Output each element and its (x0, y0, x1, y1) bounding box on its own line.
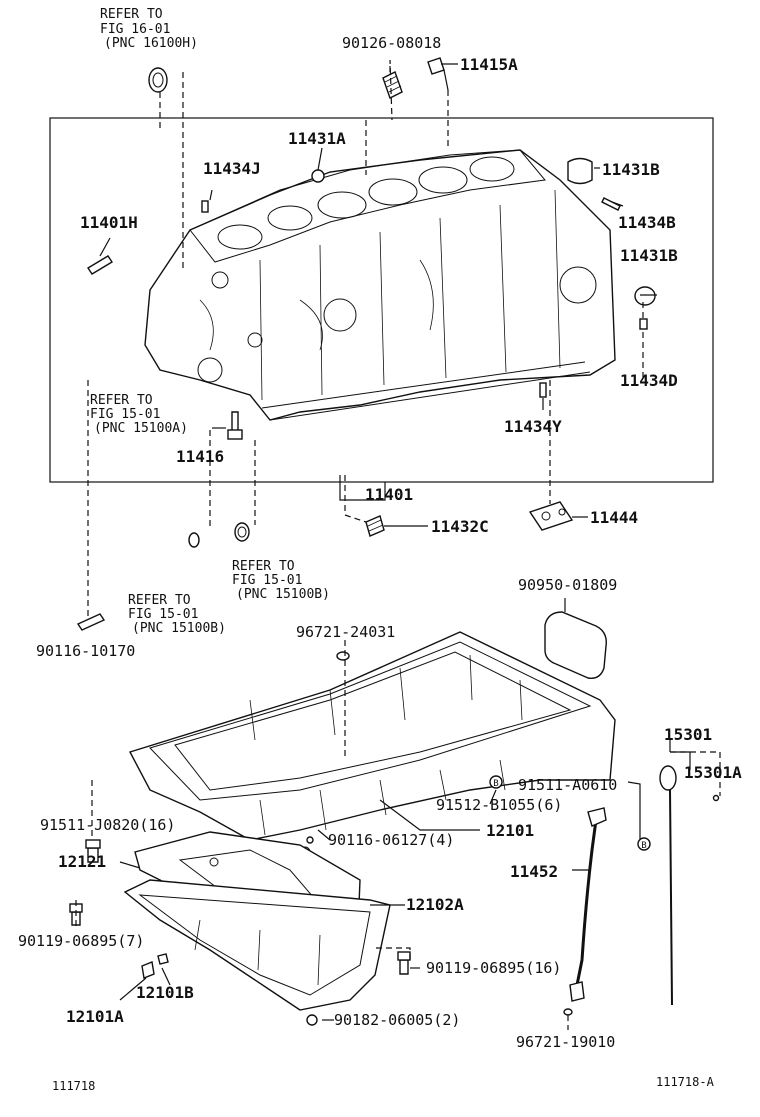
b-marker-2: B (641, 841, 646, 851)
callout-96721-24031: 96721-24031 (296, 623, 395, 641)
ref-top-line1: REFER TO (100, 7, 163, 22)
callout-12101a: 12101A (66, 1007, 124, 1026)
oil-pan-upper-drawing (128, 631, 616, 858)
callout-11431b-right: 11431B (620, 246, 678, 265)
ref-mid-b-line2: FIG 15-01 (232, 573, 302, 588)
oil-pan-lower-drawing (123, 879, 391, 1011)
b-markers: B B (489, 775, 651, 851)
callout-12101: 12101 (486, 821, 534, 840)
callout-96721-19010: 96721-19010 (516, 1033, 615, 1051)
callout-11452: 11452 (510, 862, 558, 881)
ref-left-a: REFER TO FIG 15-01 (PNC 15100A) (90, 393, 188, 436)
callout-12102a: 12102A (406, 895, 464, 914)
cylinder-block-drawing (144, 149, 616, 421)
ref-left-b: REFER TO FIG 15-01 (PNC 15100B) (128, 593, 226, 636)
callout-90116-10170: 90116-10170 (36, 642, 135, 660)
callout-90950-01809: 90950-01809 (518, 576, 617, 594)
callout-15301a: 15301A (684, 763, 742, 782)
cylinder-block-box (49, 117, 714, 483)
callout-11401: 11401 (365, 485, 413, 504)
callout-11434j: 11434J (203, 159, 261, 178)
callout-11416: 11416 (176, 447, 224, 466)
b-marker-1: B (493, 779, 498, 789)
callout-91511-j0820: 91511-J0820(16) (40, 816, 175, 834)
ref-left-b-line1: REFER TO (128, 593, 191, 608)
parts-below-box (76, 501, 607, 679)
callout-11434y: 11434Y (504, 417, 562, 436)
small-parts-block (87, 157, 656, 440)
callout-90119-06895-7: 90119-06895(7) (18, 932, 144, 950)
ref-left-a-line2: FIG 15-01 (90, 407, 160, 422)
dipstick-drawing (659, 765, 720, 1006)
callout-11434b: 11434B (618, 213, 676, 232)
leader-lines (75, 59, 721, 1030)
ref-top-line2: FIG 16-01 (100, 22, 170, 37)
callout-11431a: 11431A (288, 129, 346, 148)
callout-90126-08018: 90126-08018 (342, 34, 441, 52)
ref-mid-b-line3: (PNC 15100B) (236, 587, 330, 602)
dipstick-guide-drawing (563, 807, 607, 1016)
callout-91511-a0610: 91511-A0610 (518, 776, 617, 794)
footer-left-code: 111718 (52, 1079, 95, 1093)
callout-91512-b1055: 91512-B1055(6) (436, 796, 562, 814)
parts-above-box (148, 57, 445, 99)
callout-90182-06005: 90182-06005(2) (334, 1011, 460, 1029)
callout-15301: 15301 (664, 725, 712, 744)
callout-12101b: 12101B (136, 983, 194, 1002)
callout-11432c: 11432C (431, 517, 489, 536)
ref-left-a-line3: (PNC 15100A) (94, 421, 188, 436)
callout-11444: 11444 (590, 508, 638, 527)
ref-left-a-line1: REFER TO (90, 393, 153, 408)
ref-top-line3: (PNC 16100H) (104, 36, 198, 51)
ref-mid-b: REFER TO FIG 15-01 (PNC 15100B) (232, 559, 330, 602)
callout-12121: 12121 (58, 852, 106, 871)
callout-90119-06895-16: 90119-06895(16) (426, 959, 561, 977)
callout-11434d: 11434D (620, 371, 678, 390)
ref-left-b-line3: (PNC 15100B) (132, 621, 226, 636)
ref-top: REFER TO FIG 16-01 (PNC 16100H) (100, 7, 198, 51)
ref-left-b-line2: FIG 15-01 (128, 607, 198, 622)
callout-11415a: 11415A (460, 55, 518, 74)
callout-11401h: 11401H (80, 213, 138, 232)
callout-90116-06127: 90116-06127(4) (328, 831, 454, 849)
ref-mid-b-line1: REFER TO (232, 559, 295, 574)
footer-right-code: 111718-A (656, 1075, 715, 1089)
callout-11431b-top: 11431B (602, 160, 660, 179)
